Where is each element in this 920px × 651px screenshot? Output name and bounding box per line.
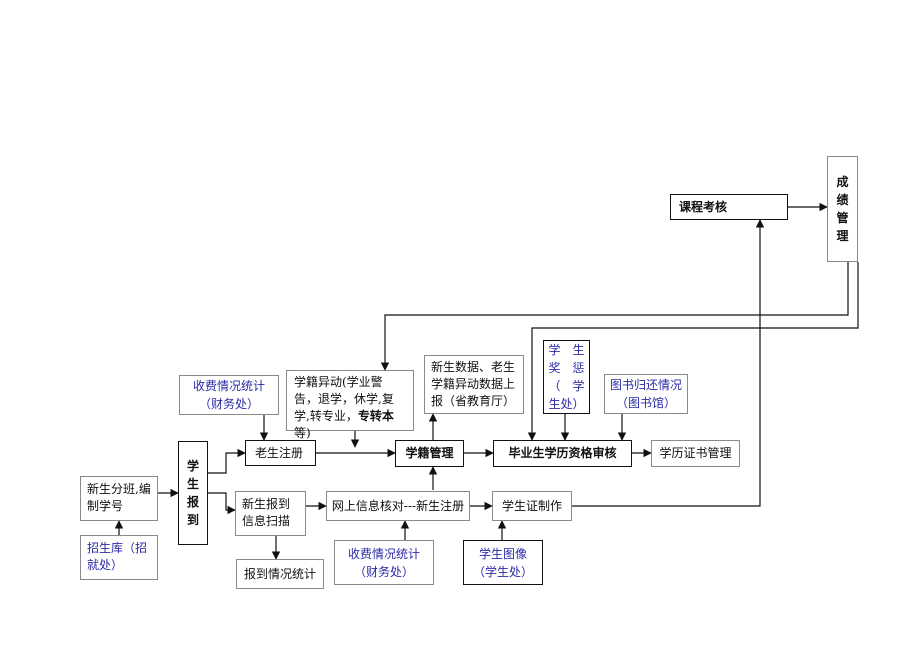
course-assessment-box: 课程考核 — [670, 194, 788, 220]
status-change-suffix: 等) — [294, 426, 311, 440]
student-report-char: 报 — [186, 495, 199, 509]
grade-management-char: 绩 — [836, 193, 849, 207]
admissions-db-box: 招生库（招就处） — [80, 535, 158, 580]
fee-bottom-line: 收费情况统计 — [347, 546, 420, 561]
grade-management-char: 成 — [836, 175, 849, 189]
photo-line: 学生图像 — [478, 546, 527, 561]
grade-management-char: 管 — [836, 211, 849, 225]
photo-line: （学生处） — [472, 564, 533, 579]
arrow-report-to-old-reg — [208, 448, 246, 474]
grade-management-char: 理 — [836, 229, 849, 243]
student-status-change-box: 学籍异动(学业警告，退学，休学,复学,转专业，专转本等) — [286, 370, 414, 440]
arrow-grade-to-status-change — [380, 262, 849, 371]
library-return-box: 图书归还情况 （图书馆） — [604, 374, 688, 414]
fee-stats-bottom-box: 收费情况统计 （财务处） — [334, 540, 434, 585]
fee-top-line: 收费情况统计 — [192, 379, 265, 393]
fee-bottom-line: （财务处） — [353, 564, 414, 579]
student-report-box: 学 生 报 到 — [178, 441, 208, 545]
student-report-char: 到 — [186, 513, 199, 527]
arrow-report-to-scan — [208, 492, 236, 515]
graduation-audit-box: 毕业生学历资格审核 — [493, 440, 632, 467]
class-assignment-box: 新生分班,编制学号 — [80, 476, 158, 521]
fee-stats-top-box: 收费情况统计 （财务处） — [179, 375, 279, 415]
rewards-line: 学 生 — [548, 343, 585, 357]
rewards-line: 奖 惩 — [548, 361, 585, 375]
rewards-line: （ 学 — [548, 379, 585, 393]
new-student-scan-box: 新生报到信息扫描 — [235, 491, 306, 536]
library-line: （图书馆） — [615, 396, 676, 410]
library-line: 图书归还情况 — [609, 378, 682, 392]
arrow-idcard-to-course — [572, 219, 765, 507]
status-change-bold-text: 专转本 — [357, 409, 394, 423]
arrow-grade-to-graduation — [527, 262, 859, 441]
student-id-card-box: 学生证制作 — [492, 491, 572, 521]
rewards-punishment-box: 学 生 奖 惩 （ 学 生处） — [543, 340, 590, 414]
diploma-management-box: 学历证书管理 — [651, 440, 740, 467]
report-stats-box: 报到情况统计 — [236, 559, 324, 589]
status-management-box: 学籍管理 — [395, 440, 464, 467]
old-student-registration-box: 老生注册 — [245, 440, 316, 466]
student-report-char: 学 — [186, 459, 199, 473]
status-change-text: 学籍异动(学业警告，退学，休学,复学,转专业， — [294, 375, 394, 423]
grade-management-box: 成 绩 管 理 — [827, 156, 858, 262]
student-photo-box: 学生图像 （学生处） — [463, 540, 543, 585]
fee-top-line: （财务处） — [198, 397, 259, 411]
student-report-char: 生 — [186, 477, 199, 491]
rewards-line: 生处） — [548, 397, 585, 411]
online-verification-box: 网上信息核对---新生注册 — [326, 491, 470, 521]
new-student-data-report-box: 新生数据、老生学籍异动数据上报（省教育厅） — [424, 355, 524, 414]
